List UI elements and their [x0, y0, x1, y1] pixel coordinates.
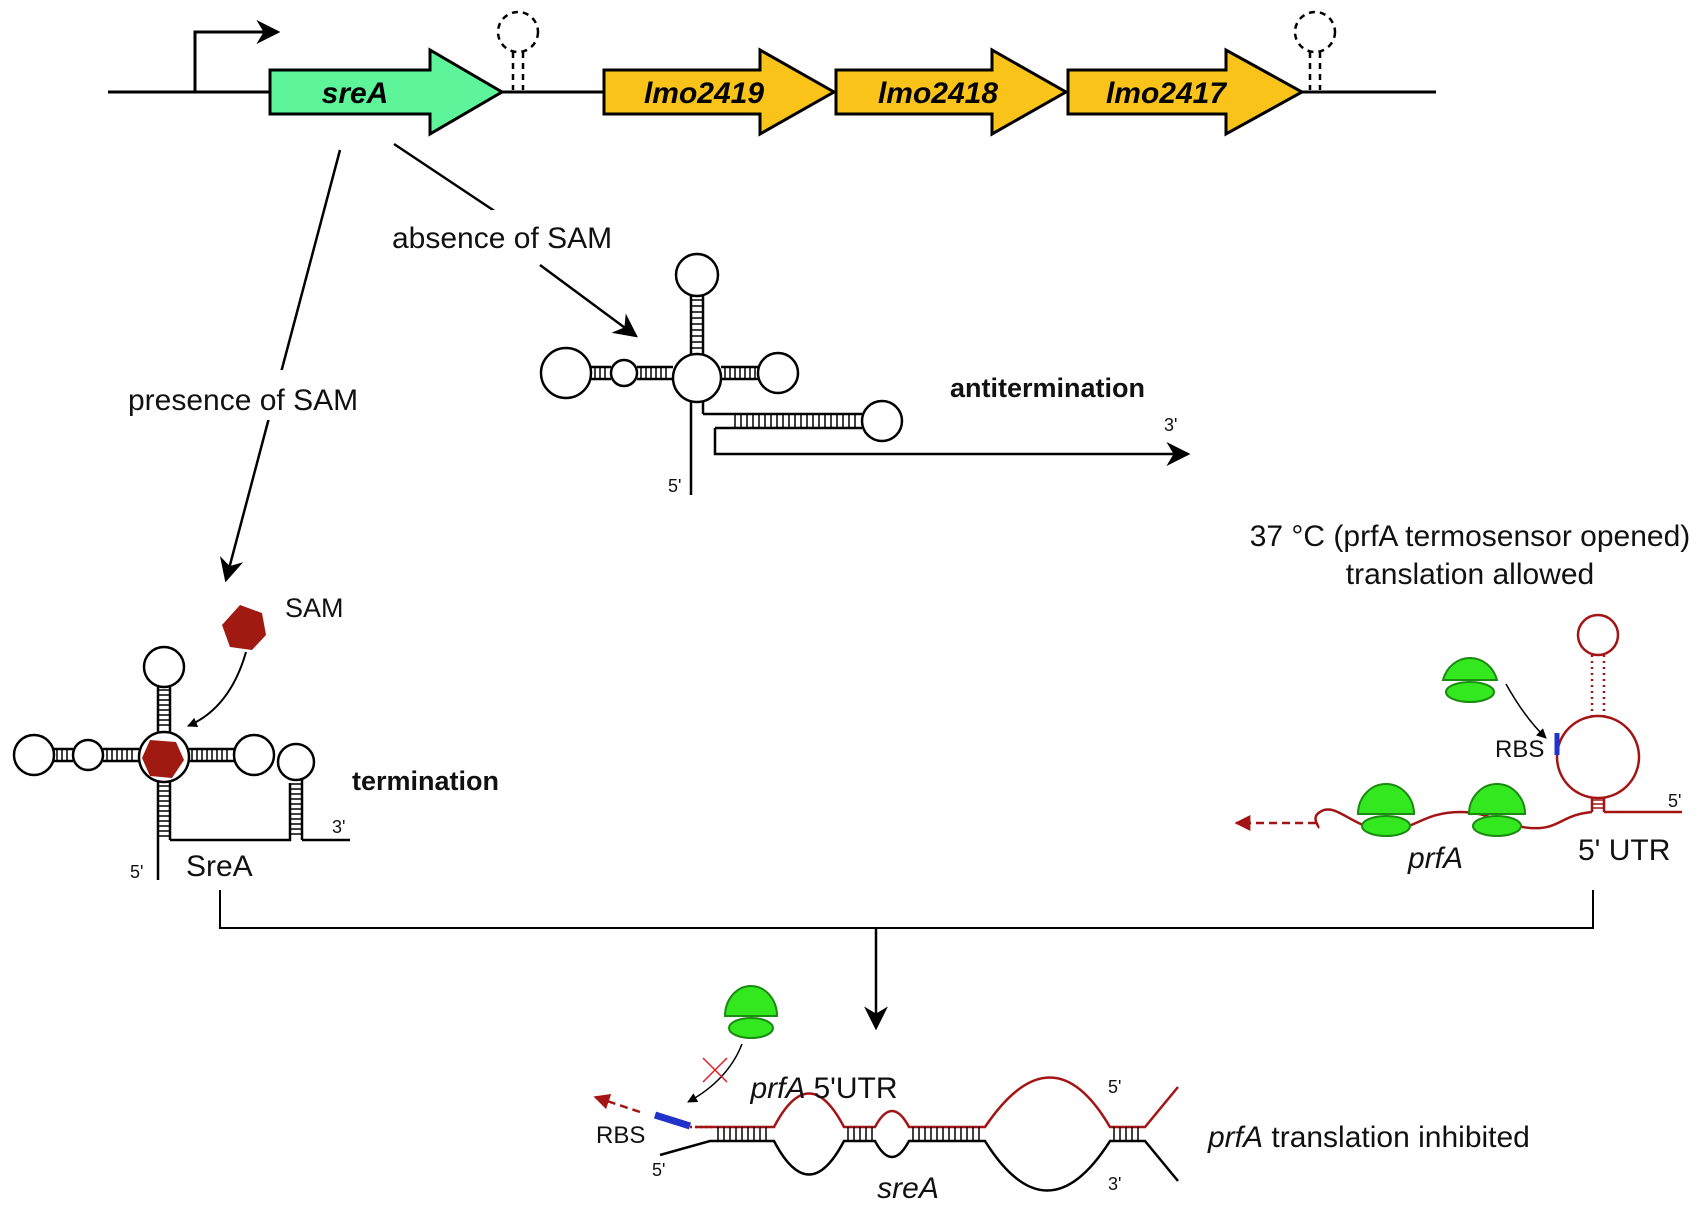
- operon-map: sreA lmo2419 lmo2418 lmo2417: [108, 10, 1436, 137]
- ribosome-binding-arrow: [1505, 683, 1547, 739]
- termination-base-ticks: [56, 689, 302, 837]
- antitermination-5prime: 5': [668, 476, 681, 496]
- temperature-line-2: translation allowed: [1346, 558, 1594, 591]
- gene-lmo2419-label: lmo2419: [644, 77, 764, 110]
- terminator-hairpin-1: [496, 10, 540, 90]
- gene-srea: sreA: [268, 47, 505, 137]
- arrow-absence-upper: [393, 142, 506, 220]
- absence-of-sam-label: absence of SAM: [392, 222, 612, 255]
- duplex-rbs-label: RBS: [596, 1122, 645, 1149]
- prfa-5prime-top: 5': [1668, 791, 1681, 811]
- srea-label: SreA: [186, 850, 253, 883]
- prfa-5utr-text: 5'UTR: [813, 1072, 897, 1105]
- duplex-rbs-mark: [653, 1111, 692, 1130]
- prfa-inhibited-gene: prfA: [1207, 1121, 1263, 1154]
- blocked-cross: [702, 1057, 728, 1083]
- presence-of-sam-label: presence of SAM: [128, 384, 358, 417]
- ribosome-translating-1: [1356, 783, 1416, 837]
- join-bracket: [219, 890, 1594, 929]
- termination-structure: [12, 645, 350, 880]
- duplex-3prime: 3': [1108, 1174, 1121, 1194]
- prfa-5utr-gene: prfA: [749, 1072, 805, 1105]
- prfa-label: prfA: [1407, 842, 1463, 875]
- prfa-utr-strand: [685, 1076, 1179, 1129]
- termination-3prime: 3': [332, 817, 345, 837]
- arrow-presence: [219, 149, 342, 583]
- prfa-thermosensor: [1314, 613, 1682, 832]
- sam-label: SAM: [285, 593, 344, 623]
- duplex-5prime-bottom: 5': [652, 1160, 665, 1180]
- ribosome-blocked: [723, 985, 779, 1039]
- promoter-arrow: [193, 20, 281, 92]
- termination-5prime: 5': [130, 862, 143, 882]
- utr-label: 5' UTR: [1578, 834, 1670, 867]
- duplex-5prime-top: 5': [1108, 1077, 1121, 1097]
- gene-lmo2419: lmo2419: [602, 47, 838, 137]
- terminator-hairpin-2: [1293, 10, 1337, 90]
- antitermination-base-ticks: [594, 299, 856, 428]
- sam-molecule: [222, 605, 266, 650]
- gene-lmo2417-label: lmo2417: [1106, 77, 1227, 110]
- ribosome-translating-2: [1467, 783, 1527, 837]
- srea-strand: [659, 1139, 1179, 1192]
- gene-srea-label: sreA: [322, 77, 389, 110]
- gene-lmo2417: lmo2417: [1066, 47, 1306, 137]
- prfa-inhibited-label: prfA translation inhibited: [1207, 1121, 1530, 1154]
- temperature-line-1: 37 °C (prfA termosensor opened): [1250, 520, 1691, 553]
- rbs-label: RBS: [1495, 736, 1544, 763]
- ribosome-free: [1441, 656, 1499, 703]
- duplex-base-ticks: [717, 1127, 1139, 1141]
- srea-bottom-label: sreA: [877, 1172, 939, 1205]
- antitermination-structure: [539, 252, 1191, 495]
- sam-binding-arrow: [187, 651, 247, 728]
- gene-lmo2418-label: lmo2418: [878, 77, 998, 110]
- duplex-translation-direction: [593, 1093, 641, 1114]
- blocked-binding-arrow: [687, 1043, 743, 1103]
- gene-lmo2418: lmo2418: [834, 47, 1070, 137]
- prfa-stem-ticks: [1592, 799, 1604, 809]
- antitermination-label: antitermination: [950, 373, 1145, 403]
- antitermination-3prime: 3': [1164, 415, 1177, 435]
- arrow-absence-lower: [539, 263, 638, 338]
- termination-label: termination: [352, 766, 499, 796]
- prfa-inhibited-text: translation inhibited: [1263, 1121, 1530, 1154]
